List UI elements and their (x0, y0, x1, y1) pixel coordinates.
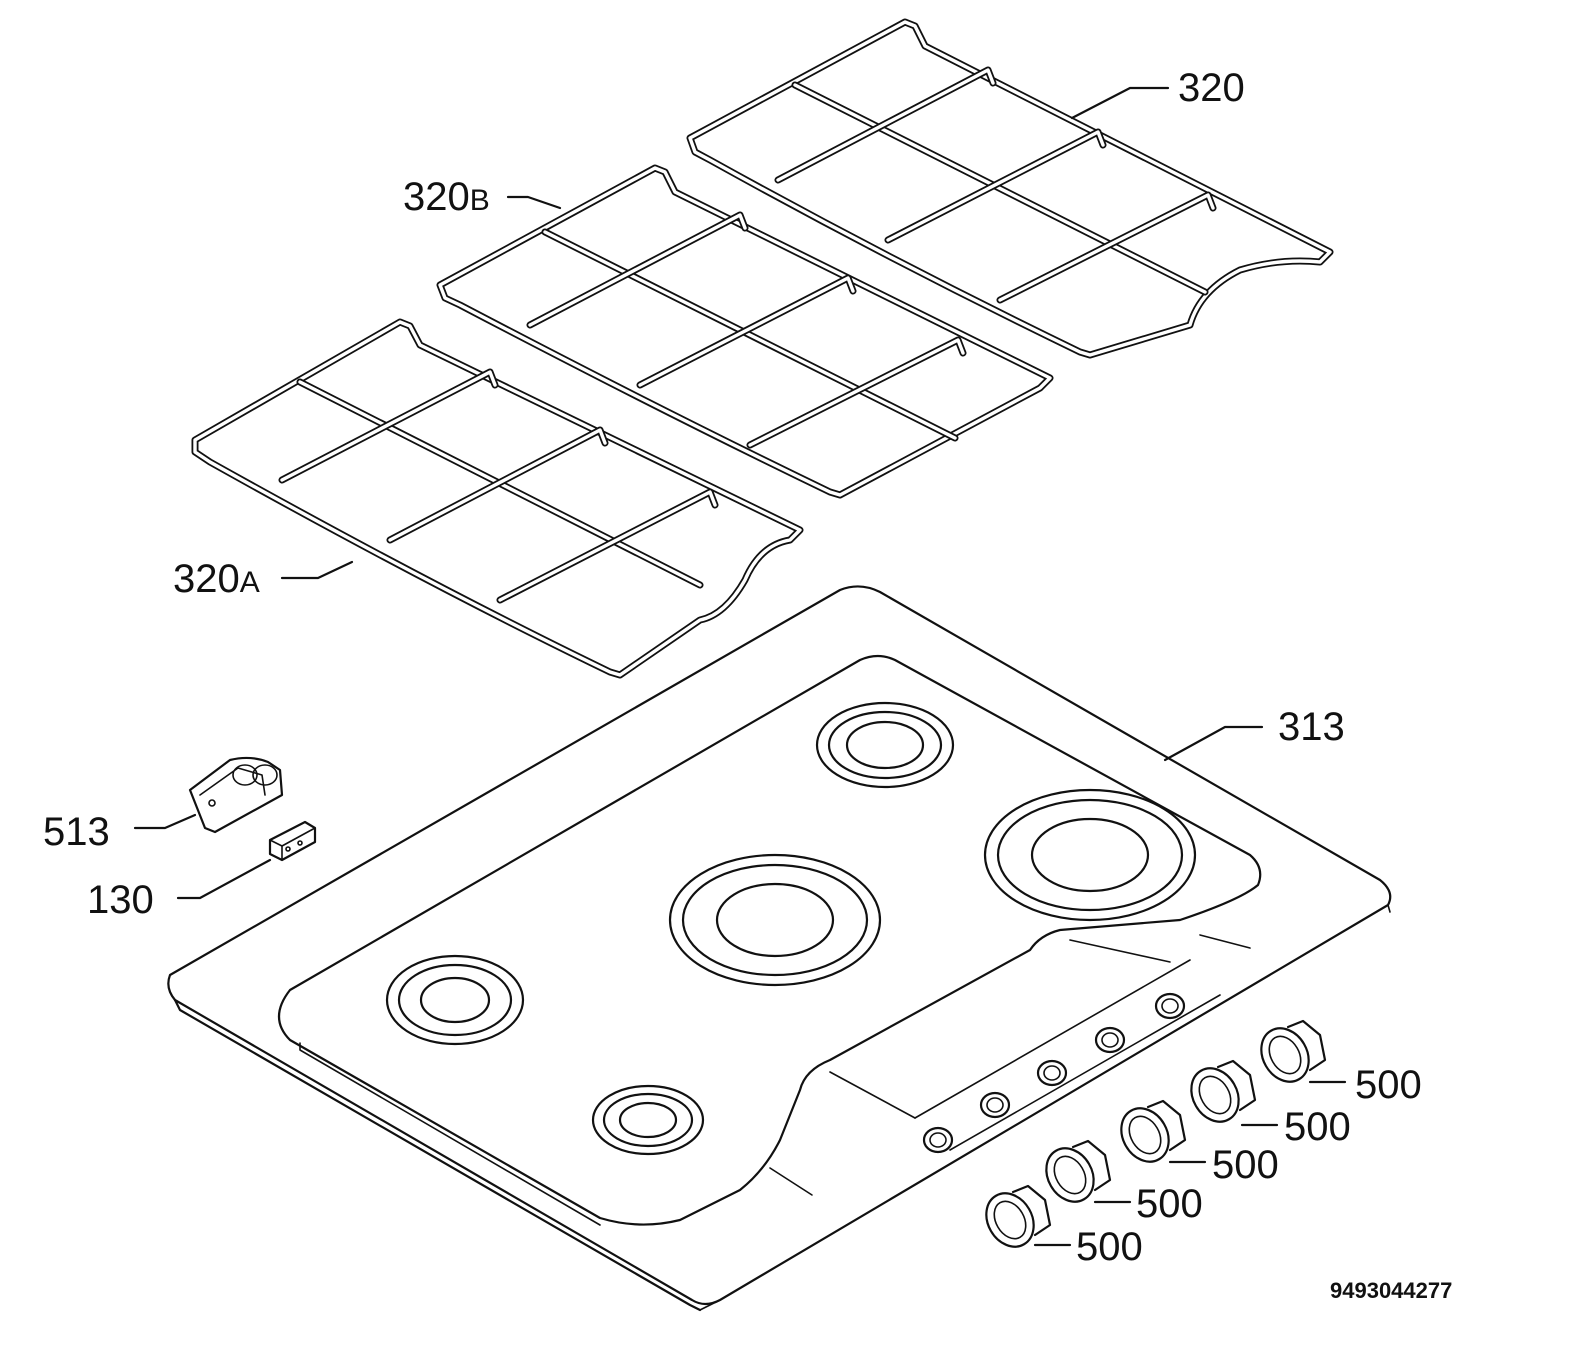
leader-lines (133, 86, 1347, 1247)
burner-rear-right (815, 701, 955, 789)
label-130: 130 (87, 878, 154, 922)
label-320: 320 (1178, 66, 1245, 110)
label-500-4: 500 (1284, 1105, 1351, 1149)
control-knobs-500 (985, 1019, 1327, 1248)
knob-4 (1190, 1059, 1257, 1123)
bracket-513 (188, 756, 284, 834)
knob-2 (1045, 1139, 1112, 1203)
burner-rear-left (385, 954, 525, 1046)
burner-front-left (591, 1084, 705, 1156)
knob-5 (1260, 1019, 1327, 1083)
label-500-3: 500 (1212, 1143, 1279, 1187)
burner-right-large (983, 788, 1197, 922)
label-500-1: 500 (1076, 1225, 1143, 1269)
pan-support-320A (191, 318, 804, 679)
pan-support-320B (436, 164, 1054, 499)
part-labels: 320 320B 320A 313 513 130 500 500 500 50… (43, 66, 1452, 1303)
label-500-2: 500 (1136, 1182, 1203, 1226)
drawing-code: 9493044277 (1330, 1278, 1452, 1303)
hob-top-313 (167, 585, 1392, 1312)
block-130 (268, 820, 317, 862)
pan-support-320 (686, 18, 1334, 359)
label-500-5: 500 (1355, 1063, 1422, 1107)
knob-1 (985, 1184, 1052, 1248)
burner-center-large (668, 853, 882, 987)
label-513: 513 (43, 810, 110, 854)
label-320B: 320B (403, 175, 490, 219)
label-313: 313 (1278, 705, 1345, 749)
knob-3 (1120, 1099, 1187, 1163)
knob-holes (922, 992, 1186, 1154)
label-320A: 320A (173, 557, 260, 601)
